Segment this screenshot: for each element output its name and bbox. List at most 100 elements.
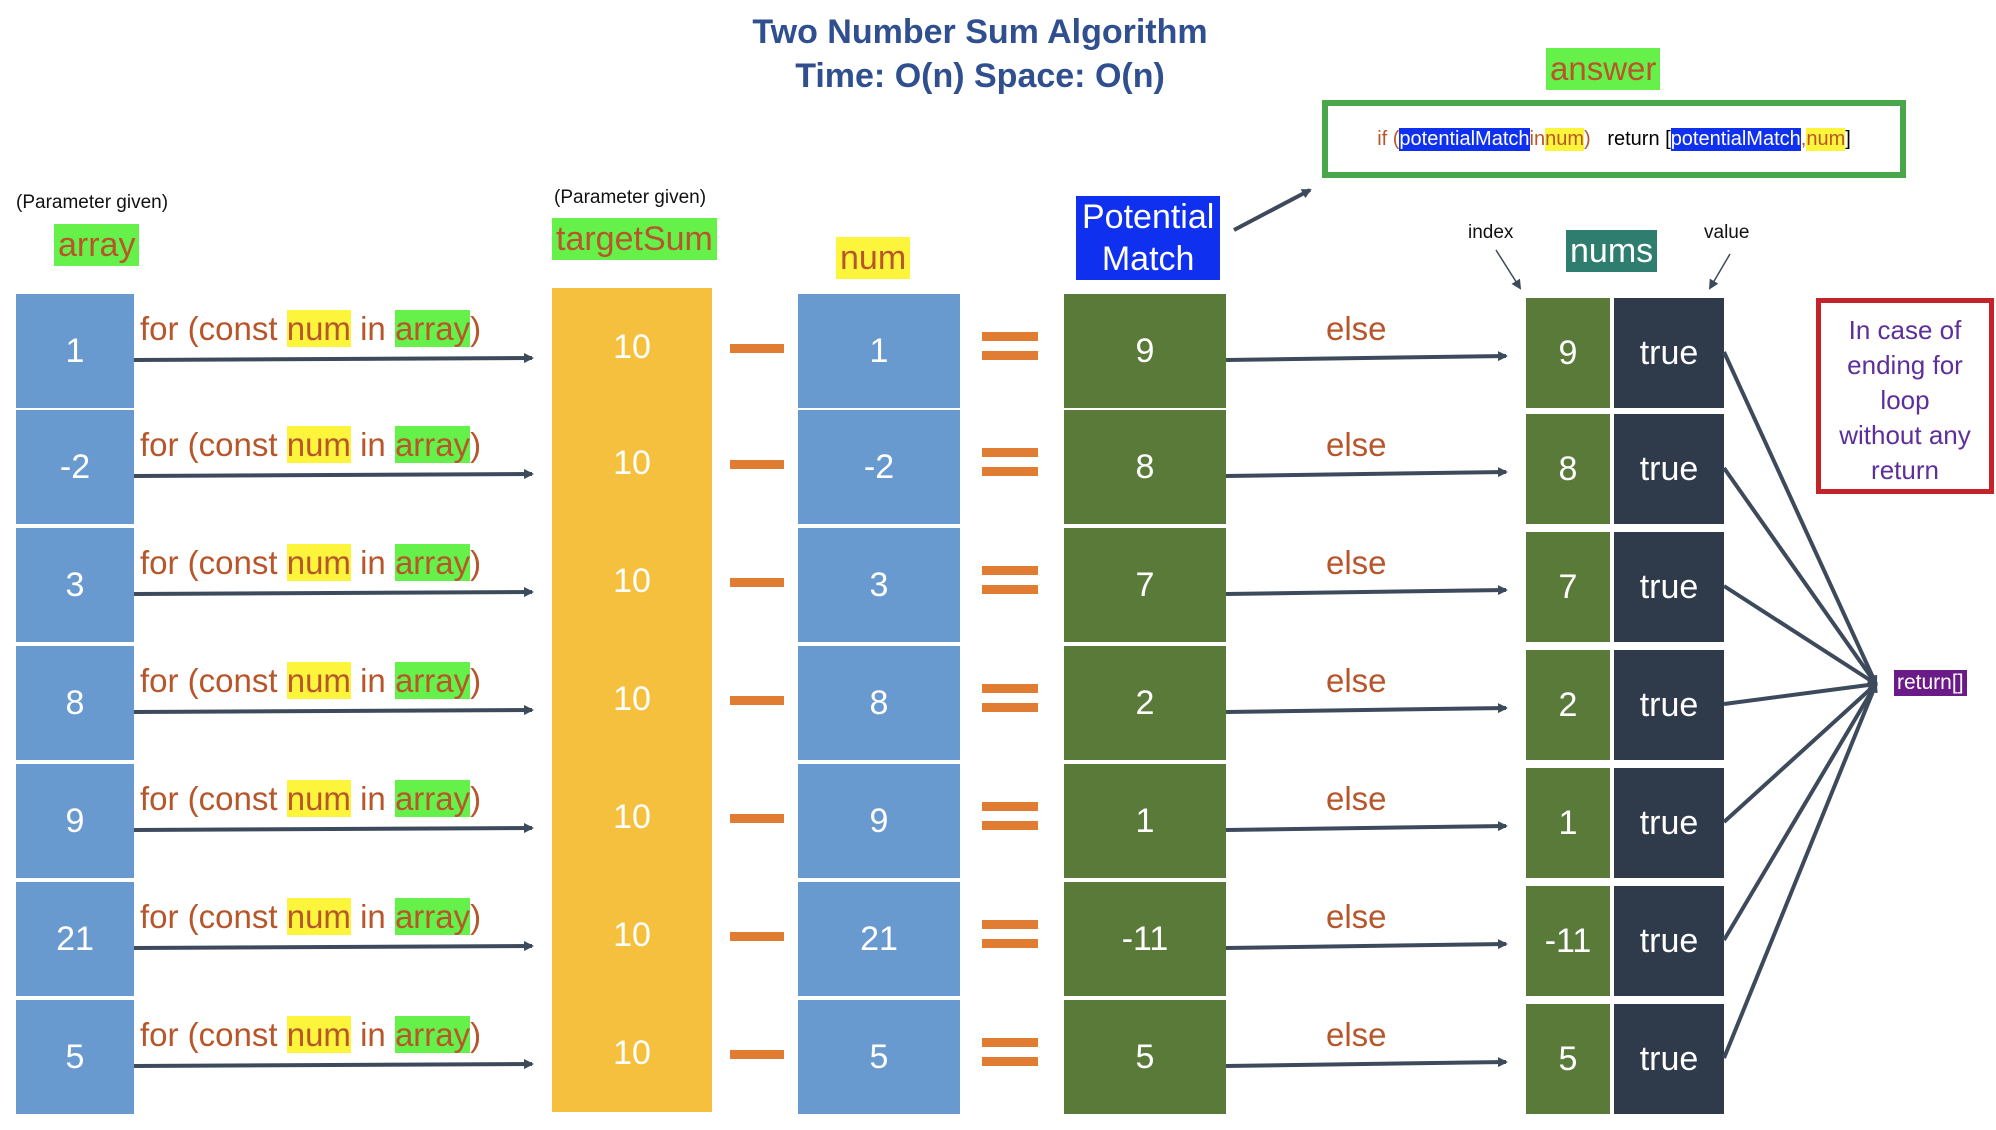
code-close: ) <box>1583 127 1591 150</box>
array-cell: 5 <box>16 1000 134 1114</box>
minus-sign <box>730 460 784 469</box>
match-cell: 5 <box>1064 1000 1226 1114</box>
code-num-2: num <box>1806 127 1846 151</box>
for-loop-part: ) <box>470 780 482 817</box>
arrow-match-to-nums <box>1225 939 1508 950</box>
for-loop-part: array <box>394 544 471 581</box>
arrow-to-return <box>1722 682 1878 824</box>
nums-index-cell: 2 <box>1526 650 1610 760</box>
else-label: else <box>1326 662 1387 699</box>
nums-value-cell: true <box>1614 1004 1724 1114</box>
arrow-index-pointer <box>1495 249 1522 290</box>
for-loop-part: for (const <box>140 426 287 463</box>
arrow-array-to-target <box>133 587 534 598</box>
nums-heading: nums <box>1566 230 1658 272</box>
code-return: return [ <box>1607 127 1671 150</box>
arrow-to-return <box>1723 680 1878 706</box>
else-label: else <box>1326 898 1387 935</box>
return-empty-label: return[] <box>1894 670 1967 696</box>
else-label: else <box>1326 1016 1387 1053</box>
num-cell: 21 <box>798 882 960 996</box>
for-loop-part: for (const <box>140 662 287 699</box>
for-loop-part: in <box>350 544 395 581</box>
array-cell: -2 <box>16 410 134 524</box>
arrow-to-return <box>1722 466 1878 686</box>
for-loop-part: in <box>350 426 395 463</box>
for-loop-part: num <box>286 898 351 935</box>
num-cell: 9 <box>798 764 960 878</box>
match-cell: -11 <box>1064 882 1226 996</box>
diagram-title-line2: Time: O(n) Space: O(n) <box>795 57 1165 95</box>
array-cell: 8 <box>16 646 134 760</box>
equals-sign <box>982 684 1038 712</box>
for-loop-part: array <box>394 898 471 935</box>
arrow-value-pointer <box>1708 253 1731 290</box>
array-cell: 1 <box>16 294 134 408</box>
index-label: index <box>1468 222 1514 243</box>
else-label: else <box>1326 544 1387 581</box>
minus-sign <box>730 1050 784 1059</box>
arrow-array-to-target <box>133 823 534 834</box>
minus-sign <box>730 344 784 353</box>
nums-value-cell: true <box>1614 532 1724 642</box>
else-label: else <box>1326 426 1387 463</box>
code-comma: , <box>1800 127 1807 150</box>
for-loop-part: ) <box>470 662 482 699</box>
arrow-to-return <box>1722 682 1878 942</box>
nums-index-cell: 1 <box>1526 768 1610 878</box>
for-loop-label: for (const num in array) <box>140 898 481 936</box>
arrow-array-to-target <box>133 705 534 716</box>
nums-value-cell: true <box>1614 886 1724 996</box>
for-loop-label: for (const num in array) <box>140 426 481 464</box>
target-cell: 10 <box>552 404 712 522</box>
arrow-match-to-nums <box>1225 585 1508 596</box>
else-label: else <box>1326 310 1387 347</box>
arrow-array-to-target <box>133 941 534 952</box>
minus-sign <box>730 932 784 941</box>
diagram-title-line1: Two Number Sum Algorithm <box>752 13 1208 51</box>
arrow-match-to-nums <box>1225 467 1508 478</box>
equals-sign <box>982 802 1038 830</box>
arrow-array-to-target <box>133 353 534 364</box>
for-loop-part: ) <box>470 310 482 347</box>
nums-value-cell: true <box>1614 414 1724 524</box>
case-text-2: ending for <box>1847 350 1963 380</box>
arrow-match-to-nums <box>1225 703 1508 714</box>
potential-match-heading: Potential Match <box>1076 196 1221 280</box>
equals-sign <box>982 920 1038 948</box>
value-label: value <box>1704 222 1750 243</box>
answer-code-box: if (potentialMatch in num) return [poten… <box>1322 100 1906 178</box>
potential-line2: Match <box>1101 240 1195 278</box>
for-loop-part: ) <box>470 1016 482 1053</box>
for-loop-part: in <box>350 1016 395 1053</box>
code-end: ] <box>1845 127 1851 150</box>
for-loop-part: num <box>286 544 351 581</box>
array-cell: 3 <box>16 528 134 642</box>
array-heading: array <box>54 224 140 266</box>
code-num: num <box>1545 127 1584 151</box>
for-loop-part: array <box>394 310 471 347</box>
for-loop-part: num <box>286 1016 351 1053</box>
code-potential-match-2: potentialMatch <box>1670 127 1801 151</box>
nums-index-cell: 8 <box>1526 414 1610 524</box>
case-text-4: without any <box>1839 420 1971 450</box>
match-cell: 7 <box>1064 528 1226 642</box>
array-cell: 21 <box>16 882 134 996</box>
nums-value-cell: true <box>1614 768 1724 878</box>
minus-sign <box>730 814 784 823</box>
code-potential-match: potentialMatch <box>1399 127 1530 151</box>
equals-sign <box>982 566 1038 594</box>
array-cell: 9 <box>16 764 134 878</box>
for-loop-part: array <box>394 426 471 463</box>
for-loop-part: num <box>286 426 351 463</box>
num-cell: 1 <box>798 294 960 408</box>
for-loop-part: for (const <box>140 898 287 935</box>
arrow-to-return <box>1722 682 1878 1059</box>
nums-index-cell: 9 <box>1526 298 1610 408</box>
target-cell: 10 <box>552 288 712 406</box>
nums-index-cell: -11 <box>1526 886 1610 996</box>
case-end-loop-box: In case of ending for loop without any r… <box>1816 298 1994 494</box>
arrow-array-to-target <box>133 469 534 480</box>
answer-heading: answer <box>1546 48 1661 90</box>
target-cell: 10 <box>552 640 712 758</box>
